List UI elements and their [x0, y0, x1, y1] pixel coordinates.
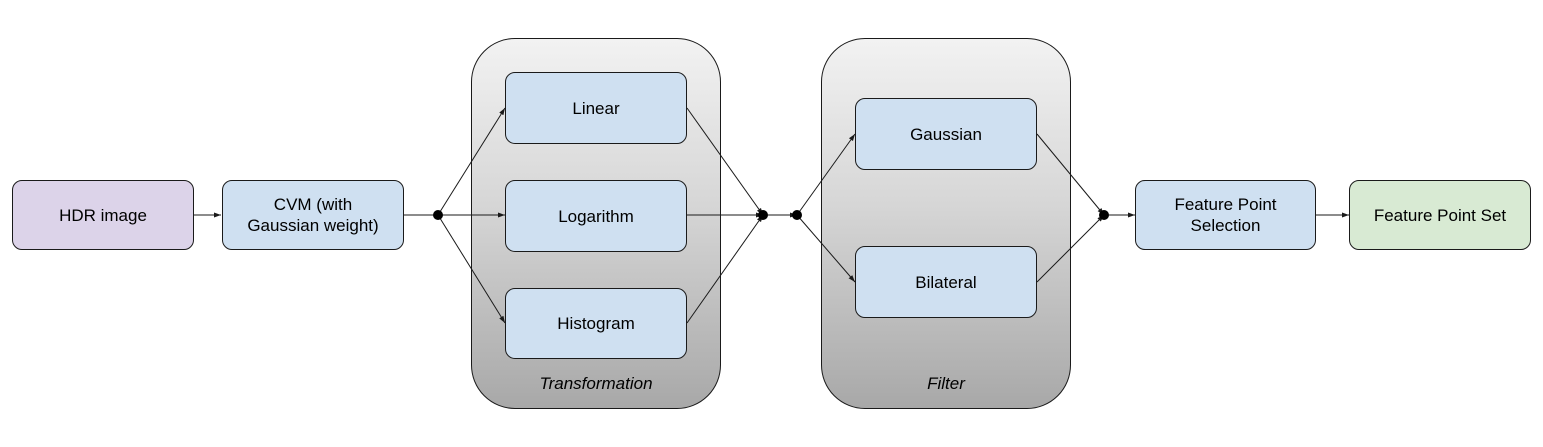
node-logarithm-label: Logarithm: [558, 206, 634, 226]
node-logarithm: Logarithm: [505, 180, 687, 252]
node-histogram-label: Histogram: [557, 314, 635, 333]
node-hdr-image: HDR image: [12, 180, 194, 250]
junction-dot: [433, 210, 443, 220]
edge-linear-join: [686, 107, 764, 216]
node-hdr-image-label: HDR image: [59, 205, 147, 225]
junction-dot: [792, 210, 802, 220]
edge-split-histogram: [437, 214, 506, 324]
node-gaussian: Gaussian: [855, 98, 1037, 170]
edge-split2-gaussian: [796, 133, 856, 216]
junction-dot: [1099, 210, 1109, 220]
node-bilateral: Bilateral: [855, 246, 1037, 318]
node-cvm: CVM (with Gaussian weight): [222, 180, 404, 250]
edge-split-linear: [437, 107, 506, 216]
edge-bilateral-join2: [1036, 214, 1105, 283]
node-cvm-label: CVM (with Gaussian weight): [247, 195, 379, 235]
node-feature-point-selection-label: Feature Point Selection: [1174, 195, 1277, 235]
node-linear-label: Linear: [572, 98, 620, 118]
node-gaussian-label: Gaussian: [910, 124, 982, 144]
node-bilateral-label: Bilateral: [915, 272, 977, 292]
edge-gaussian-join2: [1036, 133, 1105, 216]
node-feature-point-set: Feature Point Set: [1349, 180, 1531, 250]
node-feature-point-set-label: Feature Point Set: [1373, 205, 1507, 225]
node-feature-point-selection: Feature Point Selection: [1135, 180, 1316, 250]
edge-histogram-join: [686, 214, 764, 324]
node-histogram: Histogram: [505, 288, 687, 359]
filter-group-label: Filter: [927, 374, 965, 393]
edge-split2-bilateral: [796, 214, 856, 283]
transformation-group-label: Transformation: [539, 374, 653, 393]
junction-dot: [758, 210, 768, 220]
node-linear: Linear: [505, 72, 687, 144]
